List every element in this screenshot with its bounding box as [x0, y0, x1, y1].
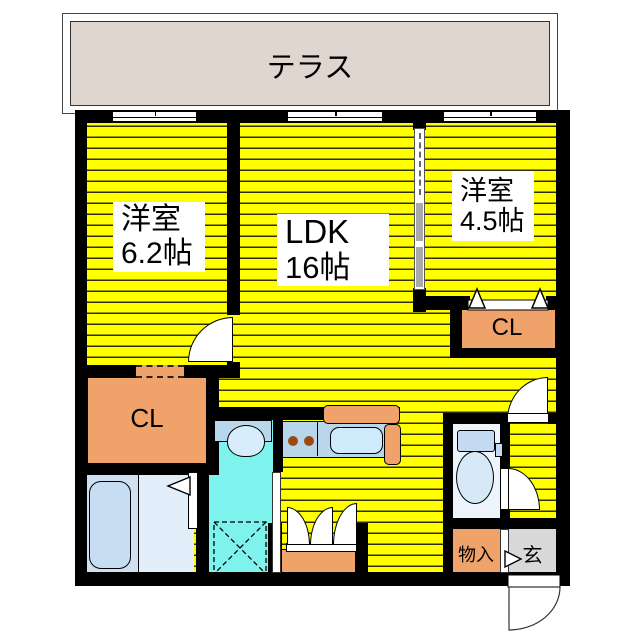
washer-pan-icon — [213, 521, 267, 575]
front-door-swing — [508, 586, 561, 631]
window-ldk — [287, 111, 383, 122]
bath-door-marker-icon — [166, 475, 191, 497]
wall-closetright-left — [450, 306, 462, 358]
wall-west1-ldk-upper — [227, 110, 240, 315]
wall-closetleft-right — [207, 365, 219, 475]
wall-closetright-bottom — [450, 348, 557, 358]
sliding-door-west2 — [414, 128, 425, 290]
west2-closet-track — [467, 299, 549, 311]
entrance-label: 玄 — [522, 545, 543, 567]
fold-door-marker-icon — [467, 287, 487, 309]
window-west1 — [112, 111, 197, 122]
wall-washroom-right — [273, 407, 283, 472]
toilet-bowl — [456, 451, 494, 504]
door-ldk-hall-leaf — [507, 413, 549, 423]
fold-door-marker-icon — [530, 287, 550, 309]
wall-ldk-west2-bottom — [413, 288, 426, 312]
wall-right — [556, 110, 570, 586]
wall-bath-washroom — [196, 467, 209, 579]
toilet-handle — [495, 443, 503, 457]
wall-toilet-bottom — [443, 518, 557, 529]
closet-left-label: CL — [130, 403, 164, 433]
room-name: 洋室 — [121, 203, 181, 237]
wall-hall-ldk-left — [443, 413, 509, 424]
closet-left — [87, 376, 207, 464]
storage-label: 物入 — [458, 545, 494, 565]
wall-cabinet-right — [355, 523, 368, 580]
room-label-west1: 洋室 6.2帖 — [113, 202, 205, 272]
bathroom-door — [188, 472, 198, 529]
wall-toilet-left — [443, 413, 453, 573]
entrance-chevron-icon — [504, 549, 523, 569]
kitchen-counter-top — [323, 405, 400, 424]
wall-hall-ldk-right — [548, 413, 558, 424]
terrace — [70, 21, 550, 106]
window-west2 — [443, 111, 537, 122]
front-door-leaf — [507, 574, 561, 588]
closet-left-opening — [136, 365, 184, 378]
kitchen-counter-side — [384, 424, 401, 465]
room-size: 16帖 — [285, 250, 351, 286]
kitchen-sink — [330, 427, 383, 454]
wall-closetleft-bottom — [75, 463, 219, 475]
room-name: LDK — [285, 213, 350, 251]
wall-toilet-right-upper — [500, 422, 510, 468]
room-label-ldk: LDK 16帖 — [277, 213, 389, 286]
wall-ldk-west2-top — [413, 110, 426, 130]
bathtub-fixture — [89, 481, 131, 569]
washroom-sliding-door — [272, 472, 281, 573]
wall-west2-bottom-right — [546, 296, 558, 310]
room-label-west2: 洋室 4.5帖 — [452, 171, 534, 241]
room-size: 6.2帖 — [121, 237, 193, 270]
room-name: 洋室 — [460, 175, 514, 206]
closet-right-label: CL — [491, 314, 523, 341]
terrace-label: テラス — [266, 52, 354, 84]
room-size: 4.5帖 — [460, 206, 525, 236]
stove-burner-icon — [304, 436, 314, 446]
stove-burner-icon — [288, 436, 298, 446]
washbasin-bowl — [227, 425, 265, 457]
